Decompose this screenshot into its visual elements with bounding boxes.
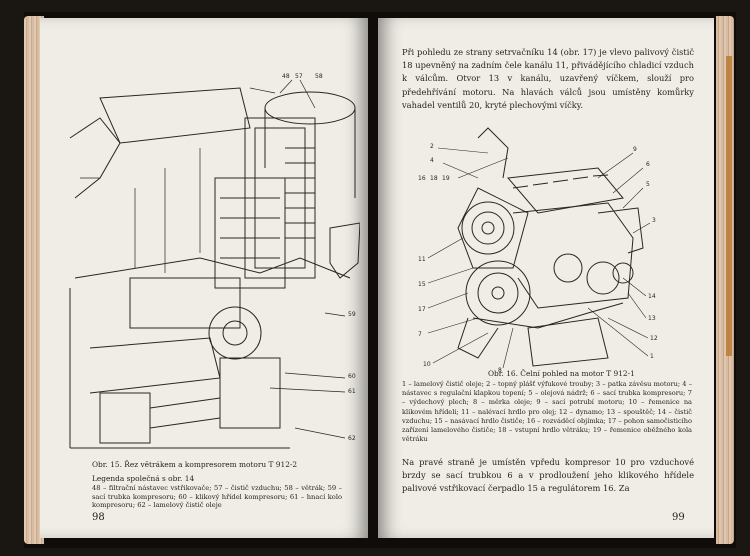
figure-16-caption: Obr. 16. Čelní pohled na motor T 912-1 bbox=[488, 369, 635, 378]
left-page: 48 57 58 59 60 61 62 Obr. 15. Řez větrák… bbox=[40, 18, 368, 538]
figure-15-caption: Obr. 15. Řez větrákem a kompresorem moto… bbox=[92, 460, 298, 469]
callout-13: 13 bbox=[648, 315, 656, 322]
callout-19: 19 bbox=[442, 175, 450, 182]
callout-9: 9 bbox=[633, 146, 637, 153]
page-number-right: 99 bbox=[672, 512, 685, 523]
right-page: Při pohledu ze strany setrvačníku 14 (ob… bbox=[378, 18, 714, 538]
page-edges-left bbox=[24, 16, 44, 544]
page-number-left: 98 bbox=[92, 512, 105, 523]
callout-61: 61 bbox=[348, 388, 356, 395]
callout-1: 1 bbox=[650, 353, 654, 360]
callout-18: 18 bbox=[430, 175, 438, 182]
figure-16-legend: 1 – lamelový čistič oleje; 2 – topný plá… bbox=[402, 380, 692, 444]
callout-7: 7 bbox=[418, 331, 422, 338]
callout-10: 10 bbox=[423, 361, 431, 368]
callout-11: 11 bbox=[418, 256, 426, 263]
callout-5: 5 bbox=[646, 181, 650, 188]
callout-17: 17 bbox=[418, 306, 426, 313]
callout-3: 3 bbox=[652, 217, 656, 224]
callout-6: 6 bbox=[646, 161, 650, 168]
callout-48: 48 bbox=[282, 73, 290, 80]
page-edges-right bbox=[716, 16, 734, 544]
compressor-cross-section-drawing: 48 57 58 59 60 61 62 bbox=[60, 73, 360, 463]
callout-60: 60 bbox=[348, 373, 356, 380]
callout-2: 2 bbox=[430, 143, 434, 150]
callout-12: 12 bbox=[650, 335, 658, 342]
callout-57: 57 bbox=[295, 73, 303, 80]
callout-14: 14 bbox=[648, 293, 656, 300]
legend-heading: Legenda společná s obr. 14 bbox=[92, 474, 195, 483]
body-paragraph-bottom: Na pravé straně je umístěn vpředu kompre… bbox=[402, 457, 694, 494]
callout-4: 4 bbox=[430, 157, 434, 164]
callout-8: 8 bbox=[498, 367, 502, 373]
callout-15: 15 bbox=[418, 281, 426, 288]
callout-62: 62 bbox=[348, 435, 356, 442]
figure-15-legend: 48 – filtrační nástavec vstřikovače; 57 … bbox=[92, 484, 342, 509]
engine-front-view-illustration: 9 6 5 3 14 13 12 1 4 2 16 18 19 11 15 17… bbox=[418, 118, 658, 373]
callout-59: 59 bbox=[348, 311, 356, 318]
callout-16: 16 bbox=[418, 175, 426, 182]
body-paragraph-top: Při pohledu ze strany setrvačníku 14 (ob… bbox=[402, 47, 694, 110]
callout-58: 58 bbox=[315, 73, 323, 80]
